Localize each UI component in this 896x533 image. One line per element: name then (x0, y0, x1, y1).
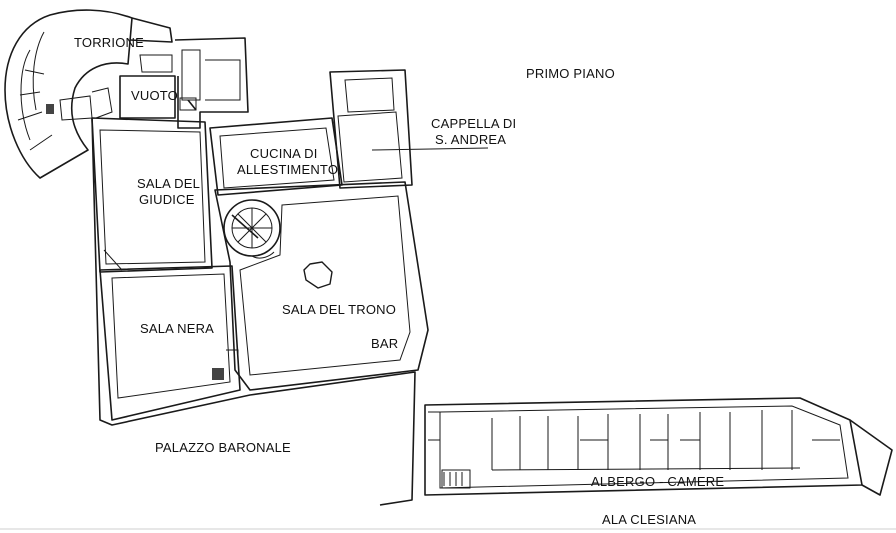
bar-label: BAR (371, 336, 398, 351)
sala-del-giudice-room (91, 117, 213, 273)
outer-wall-left (91, 117, 416, 506)
sala-giudice-label-line2: GIUDICE (139, 192, 195, 207)
sala-nera-label: SALA NERA (140, 321, 214, 336)
torrione-tower (4, 9, 173, 179)
cappella-label-line1: CAPPELLA DI (431, 116, 516, 131)
floor-label: PRIMO PIANO (526, 66, 615, 81)
vuoto-area (119, 37, 249, 129)
cappella-s-andrea-room (329, 69, 489, 189)
cucina-label-line2: ALLESTIMENTO (237, 162, 338, 177)
vuoto-label: VUOTO (131, 88, 178, 103)
cucina-label-line1: CUCINA DI (250, 146, 318, 161)
torrione-label: TORRIONE (74, 35, 144, 50)
sala-trono-label: SALA DEL TRONO (282, 302, 396, 317)
palazzo-baronale-label: PALAZZO BARONALE (155, 440, 291, 455)
sala-del-trono-room (214, 181, 429, 391)
sala-nera-room (99, 265, 241, 421)
albergo-camere-wing (424, 397, 893, 496)
ala-clesiana-label: ALA CLESIANA (602, 512, 696, 527)
cappella-label-line2: S. ANDREA (435, 132, 506, 147)
albergo-camere-label: ALBERGO - CAMERE (591, 474, 724, 489)
sala-giudice-label-line1: SALA DEL (137, 176, 200, 191)
